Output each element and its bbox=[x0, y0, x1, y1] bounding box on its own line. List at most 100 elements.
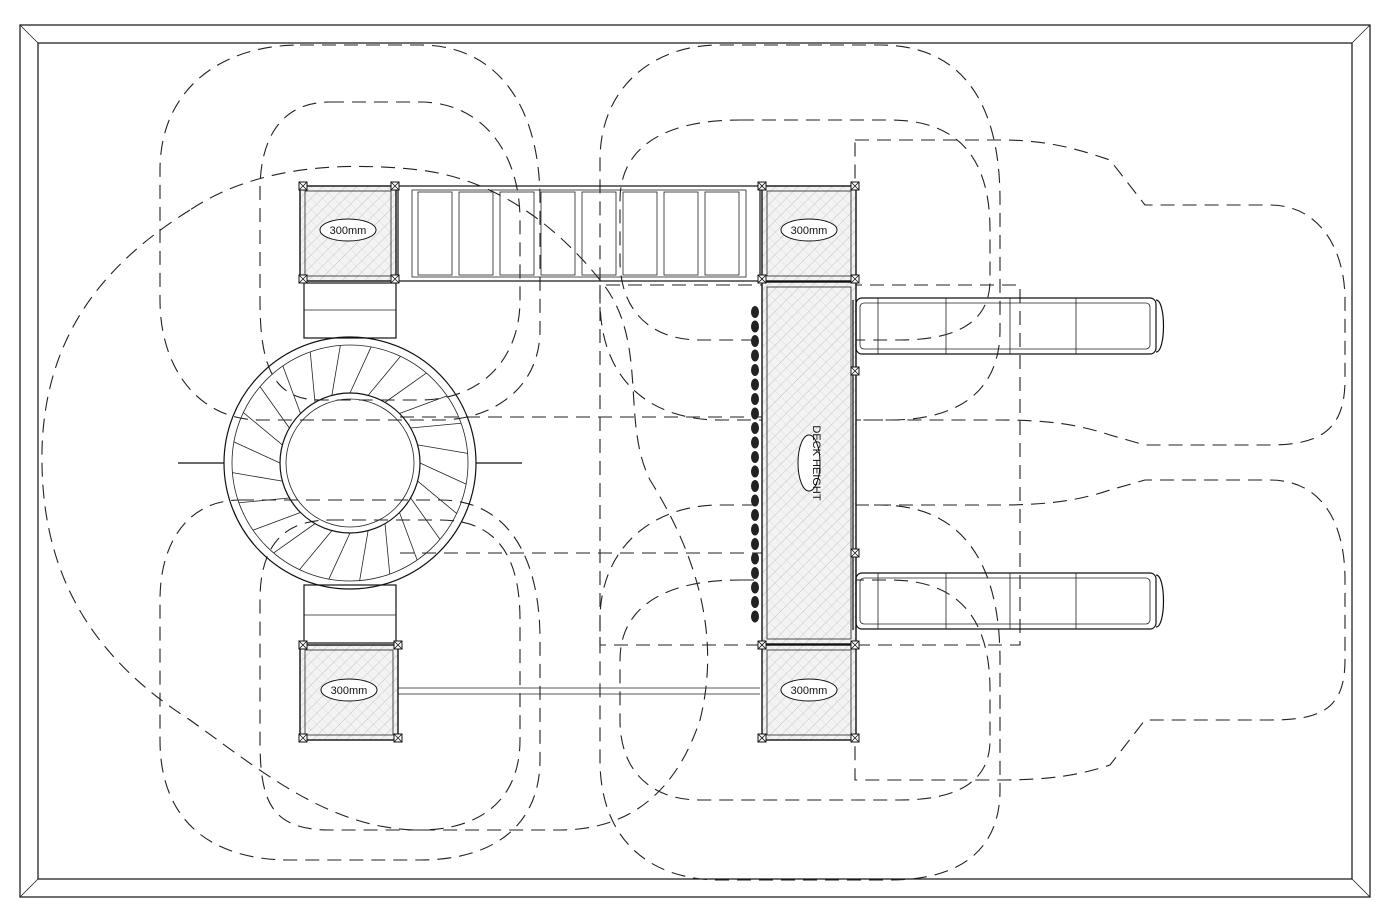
spiral-step bbox=[232, 472, 283, 482]
spiral-step bbox=[238, 497, 290, 504]
bridge-slat bbox=[458, 191, 494, 276]
spiral-step bbox=[328, 532, 351, 580]
deck-height-label: 300mm bbox=[791, 225, 828, 237]
deck-top-right: 300mm bbox=[761, 185, 857, 282]
deck-top-left: 300mm bbox=[299, 185, 397, 282]
posts bbox=[298, 181, 860, 743]
climbing-hold bbox=[751, 306, 759, 318]
post bbox=[393, 640, 403, 650]
left-walkways bbox=[303, 282, 760, 695]
spiral-step bbox=[252, 512, 301, 531]
climbing-hold bbox=[751, 407, 759, 420]
post bbox=[390, 181, 400, 191]
spiral-step bbox=[273, 523, 316, 554]
post bbox=[390, 274, 400, 284]
spiral-step bbox=[399, 395, 448, 414]
climbing-hold bbox=[751, 552, 759, 565]
safety-zone-tl-inner bbox=[259, 101, 521, 401]
post bbox=[757, 181, 767, 191]
deck-bottom-left: 300mm bbox=[299, 644, 399, 741]
bridge-slat bbox=[663, 191, 699, 276]
site-border bbox=[19, 24, 1371, 898]
climbing-hold bbox=[751, 494, 759, 507]
safety-zone-br bbox=[599, 504, 1001, 881]
spiral-step bbox=[359, 530, 369, 581]
post bbox=[298, 181, 308, 191]
climbing-hold bbox=[751, 538, 759, 550]
deck-height-label: 300mm bbox=[331, 685, 368, 697]
safety-zone-bl bbox=[159, 499, 541, 861]
spiral-step bbox=[384, 372, 427, 403]
safety-zones bbox=[41, 44, 1346, 881]
climbing-hold bbox=[751, 422, 759, 434]
climbing-hold bbox=[751, 436, 759, 449]
post bbox=[757, 733, 767, 743]
spiral-step bbox=[259, 386, 290, 429]
post bbox=[850, 733, 860, 743]
spiral-step bbox=[367, 356, 401, 396]
spiral-step bbox=[410, 497, 441, 540]
climbing-hold bbox=[751, 451, 759, 463]
climbing-hold bbox=[751, 320, 759, 333]
spiral-step bbox=[233, 441, 281, 464]
post bbox=[298, 640, 308, 650]
spiral-step bbox=[309, 351, 316, 403]
post bbox=[850, 366, 860, 376]
climbing-hold bbox=[751, 335, 759, 347]
spiral-tower bbox=[178, 336, 522, 590]
bridge-slat bbox=[581, 191, 617, 276]
safety-zone-slide-bottom bbox=[854, 479, 1346, 781]
top-bridge bbox=[397, 185, 761, 282]
spiral-step bbox=[419, 462, 467, 485]
post bbox=[298, 274, 308, 284]
climbing-hold bbox=[751, 567, 759, 579]
safety-zone-tr bbox=[599, 44, 1001, 421]
climbing-hold bbox=[751, 523, 759, 536]
spiral-step bbox=[410, 422, 462, 429]
post bbox=[757, 274, 767, 284]
deck-height-label: 300mm bbox=[791, 685, 828, 697]
safety-zone-tl bbox=[159, 44, 541, 421]
spiral-step bbox=[384, 523, 391, 575]
climbing-hold bbox=[751, 509, 759, 521]
climbing-hold bbox=[751, 349, 759, 362]
post bbox=[850, 274, 860, 284]
deck-center: DECK HEIGHT bbox=[751, 281, 857, 645]
bridge-slat bbox=[622, 191, 658, 276]
deck-bottom-right: 300mm bbox=[761, 644, 857, 741]
post bbox=[757, 640, 767, 650]
climbing-hold bbox=[751, 581, 759, 594]
spiral-step bbox=[417, 444, 468, 454]
spiral-step bbox=[417, 480, 457, 514]
bridge-slat bbox=[499, 191, 535, 276]
climbing-hold bbox=[751, 378, 759, 391]
spiral-step bbox=[331, 345, 341, 396]
climbing-hold bbox=[751, 480, 759, 492]
deck-height-label: 300mm bbox=[330, 225, 367, 237]
climbing-hold bbox=[751, 610, 759, 623]
spiral-step bbox=[299, 530, 333, 570]
slide-top bbox=[855, 297, 1165, 355]
spiral-step bbox=[349, 346, 372, 394]
post bbox=[850, 548, 860, 558]
climbing-hold bbox=[751, 364, 759, 376]
spiral-step bbox=[243, 412, 283, 446]
bridge-slat bbox=[704, 191, 740, 276]
safety-zone-center bbox=[599, 284, 1021, 646]
post bbox=[850, 640, 860, 650]
safety-zone-bl-inner bbox=[259, 519, 521, 831]
climbing-hold bbox=[751, 465, 759, 478]
safety-zone-slide-top bbox=[854, 139, 1346, 446]
safety-zone-tr-inner bbox=[619, 119, 991, 341]
bridge-slat bbox=[417, 191, 453, 276]
bridge-slat bbox=[540, 191, 576, 276]
climbing-hold bbox=[751, 596, 759, 608]
post bbox=[393, 733, 403, 743]
safety-zone-left bbox=[41, 165, 709, 831]
post bbox=[850, 181, 860, 191]
spiral-step bbox=[282, 365, 301, 414]
climbing-hold bbox=[751, 393, 759, 405]
slide-bottom bbox=[855, 572, 1165, 630]
spiral-step bbox=[399, 512, 418, 561]
